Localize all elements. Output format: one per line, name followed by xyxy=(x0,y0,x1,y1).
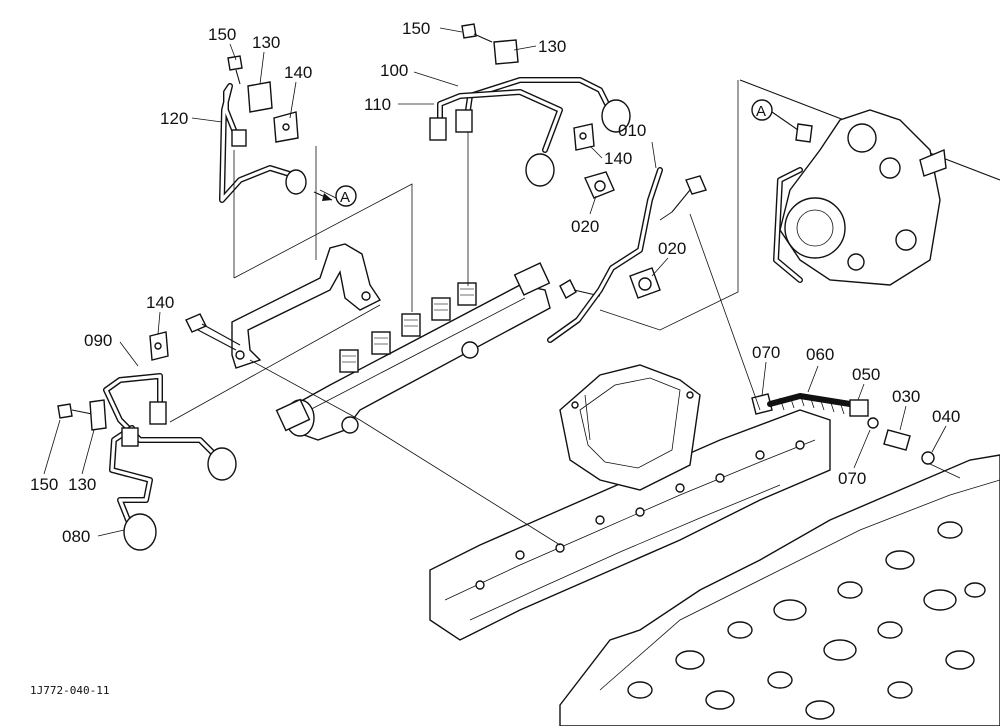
label-090: 090 xyxy=(84,331,112,350)
rail-bracket xyxy=(231,243,382,369)
label-070: 070 xyxy=(838,469,866,488)
view-marker-a-left: A xyxy=(313,185,357,207)
label-130: 130 xyxy=(68,475,96,494)
label-010: 010 xyxy=(618,121,646,140)
label-130: 130 xyxy=(252,33,280,52)
label-130: 130 xyxy=(538,37,566,56)
view-marker-a-right: A xyxy=(751,99,773,121)
cylinder-head-ports xyxy=(627,521,986,720)
label-050: 050 xyxy=(852,365,880,384)
leader-lines xyxy=(169,80,961,546)
bolts xyxy=(57,23,707,419)
label-150: 150 xyxy=(30,475,58,494)
drawing-code: 1J772-040-11 xyxy=(30,684,109,697)
intake-box xyxy=(559,364,701,491)
label-150: 150 xyxy=(208,25,236,44)
label-110: 110 xyxy=(364,95,391,114)
label-140: 140 xyxy=(146,293,174,312)
label-070: 070 xyxy=(752,343,780,362)
view-label-a: A xyxy=(756,103,766,120)
injection-pipes xyxy=(103,77,631,551)
intake-manifold xyxy=(429,409,831,641)
label-150: 150 xyxy=(402,19,430,38)
return-hose-assembly xyxy=(751,393,935,465)
label-030: 030 xyxy=(892,387,920,406)
label-140: 140 xyxy=(604,149,632,168)
clamps xyxy=(89,39,595,431)
label-060: 060 xyxy=(806,345,834,364)
supply-pipe-010 xyxy=(547,167,663,343)
label-140: 140 xyxy=(284,63,312,82)
cylinder-head xyxy=(559,454,1000,726)
part-labels: 010 020 020 030 040 050 060 070 070 080 … xyxy=(30,19,960,546)
label-120: 120 xyxy=(160,109,188,128)
common-rail xyxy=(275,262,551,441)
label-020: 020 xyxy=(571,217,599,236)
label-020: 020 xyxy=(658,239,686,258)
label-leaders xyxy=(43,27,947,537)
view-label-a: A xyxy=(340,189,350,206)
supply-pump xyxy=(739,79,1000,286)
label-040: 040 xyxy=(932,407,960,426)
label-100: 100 xyxy=(380,61,408,80)
label-080: 080 xyxy=(62,527,90,546)
